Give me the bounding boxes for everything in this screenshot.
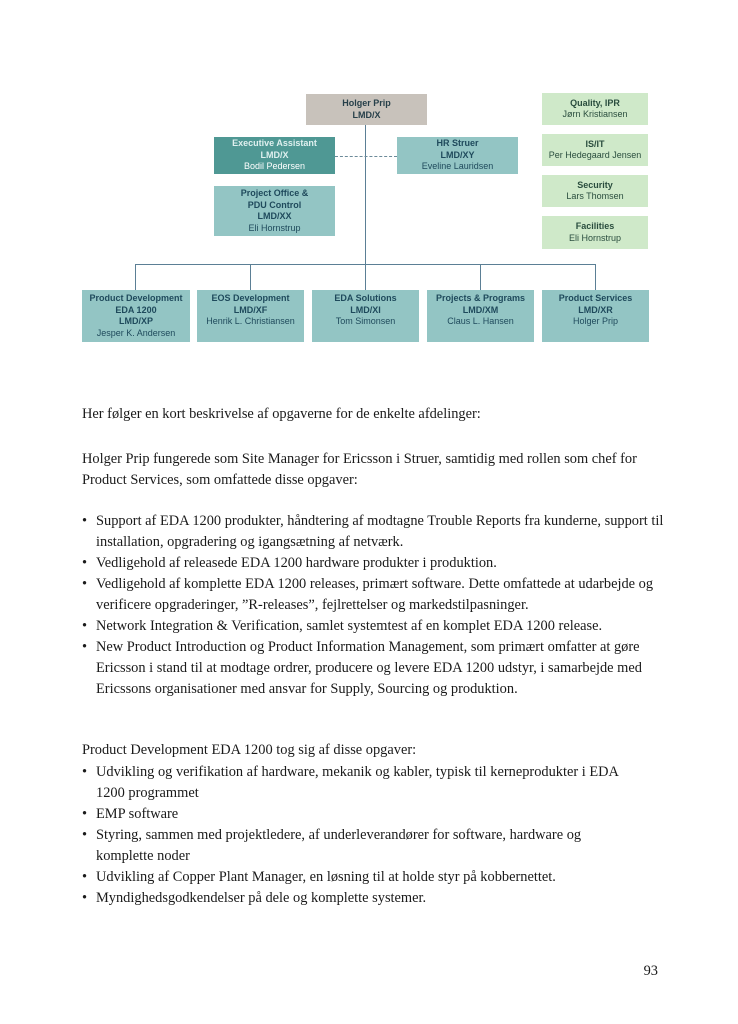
unit-sub: EDA 1200 (115, 304, 157, 315)
hr-person: Eveline Lauridsen (421, 161, 494, 172)
staff-title: Security (577, 179, 613, 190)
staff-person: Lars Thomsen (566, 191, 624, 201)
staff-person: Per Hedegaard Jensen (548, 150, 642, 160)
org-box-projects-programs: Projects & Programs LMD/XM Claus L. Hans… (427, 290, 534, 342)
connector-exec-hr-dashed (335, 156, 397, 157)
unit-person: Claus L. Hansen (447, 316, 514, 326)
hr-title: HR Struer (436, 138, 479, 149)
org-box-eos-development: EOS Development LMD/XF Henrik L. Christi… (197, 290, 304, 342)
exec-assistant-title: Executive Assistant (232, 138, 317, 149)
list-item: Udvikling og verifikation af hardware, m… (82, 762, 642, 804)
connector-main-vertical (365, 125, 366, 265)
org-box-exec-assistant: Executive Assistant LMD/X Bodil Pedersen (214, 137, 335, 174)
page-number: 93 (643, 963, 658, 979)
connector-drop-1 (135, 264, 136, 290)
unit-title: Projects & Programs (435, 293, 526, 303)
unit-title: EDA Solutions (334, 293, 397, 303)
list-item: Udvikling af Copper Plant Manager, en lø… (82, 867, 642, 888)
unit-person: Tom Simonsen (335, 316, 396, 326)
org-box-product-development: Product Development EDA 1200 LMD/XP Jesp… (82, 290, 190, 342)
list-item: Vedligehold af komplette EDA 1200 releas… (82, 574, 667, 616)
connector-drop-2 (250, 264, 251, 290)
paragraph-site-manager: Holger Prip fungerede som Site Manager f… (82, 451, 637, 488)
staff-title: IS/IT (585, 138, 605, 149)
org-box-security: Security Lars Thomsen (542, 175, 648, 207)
project-office-person: Eli Hornstrup (248, 222, 301, 233)
staff-title: Facilities (575, 221, 615, 231)
unit-person: Jesper K. Andersen (96, 327, 176, 338)
connector-drop-3 (365, 264, 366, 290)
exec-assistant-code: LMD/X (260, 149, 289, 160)
paragraph-product-development: Product Development EDA 1200 tog sig af … (82, 742, 417, 758)
list-item: Myndighedsgodkendelser på dele og komple… (82, 888, 642, 909)
org-head-name: Holger Prip (342, 98, 391, 108)
org-box-quality: Quality, IPR Jørn Kristiansen (542, 93, 648, 125)
list-item: Vedligehold af releasede EDA 1200 hardwa… (82, 553, 667, 574)
bullet-list-product-development: Udvikling og verifikation af hardware, m… (82, 762, 642, 909)
org-box-facilities: Facilities Eli Hornstrup (542, 216, 648, 249)
project-office-title-1: Project Office & (240, 188, 309, 198)
list-item: Support af EDA 1200 produkter, håndterin… (82, 511, 667, 553)
project-office-title-2: PDU Control (247, 199, 302, 210)
unit-title: Product Development (89, 293, 183, 303)
unit-person: Henrik L. Christiansen (206, 316, 295, 326)
list-item: Network Integration & Verification, saml… (82, 616, 667, 637)
staff-title: Quality, IPR (570, 97, 620, 108)
intro-paragraph: Her følger en kort beskrivelse af opgave… (82, 406, 481, 422)
org-box-eda-solutions: EDA Solutions LMD/XI Tom Simonsen (312, 290, 419, 342)
unit-code: LMD/XI (350, 304, 381, 315)
org-box-project-office: Project Office & PDU Control LMD/XX Eli … (214, 186, 335, 236)
org-box-product-services: Product Services LMD/XR Holger Prip (542, 290, 649, 342)
staff-person: Eli Hornstrup (568, 232, 622, 243)
project-office-code: LMD/XX (257, 211, 292, 221)
connector-drop-4 (480, 264, 481, 290)
org-box-hr: HR Struer LMD/XY Eveline Lauridsen (397, 137, 518, 174)
connector-drop-5 (595, 264, 596, 290)
exec-assistant-person: Bodil Pedersen (243, 161, 306, 172)
list-item: New Product Introduction og Product Info… (82, 637, 667, 700)
unit-code: LMD/XP (118, 316, 153, 326)
unit-code: LMD/XF (233, 304, 268, 315)
unit-person: Holger Prip (572, 316, 619, 326)
unit-code: LMD/XR (578, 304, 613, 315)
unit-title: EOS Development (211, 293, 290, 303)
hr-code: LMD/XY (440, 149, 475, 160)
list-item: Styring, sammen med projektledere, af un… (82, 825, 642, 867)
org-box-isit: IS/IT Per Hedegaard Jensen (542, 134, 648, 166)
list-item: EMP software (82, 804, 642, 825)
staff-person: Jørn Kristiansen (562, 109, 628, 119)
unit-code: LMD/XM (462, 304, 499, 315)
org-box-head: Holger Prip LMD/X (306, 94, 427, 125)
org-head-code: LMD/X (352, 109, 381, 120)
bullet-list-product-services: Support af EDA 1200 produkter, håndterin… (82, 511, 667, 700)
unit-title: Product Services (558, 293, 633, 303)
